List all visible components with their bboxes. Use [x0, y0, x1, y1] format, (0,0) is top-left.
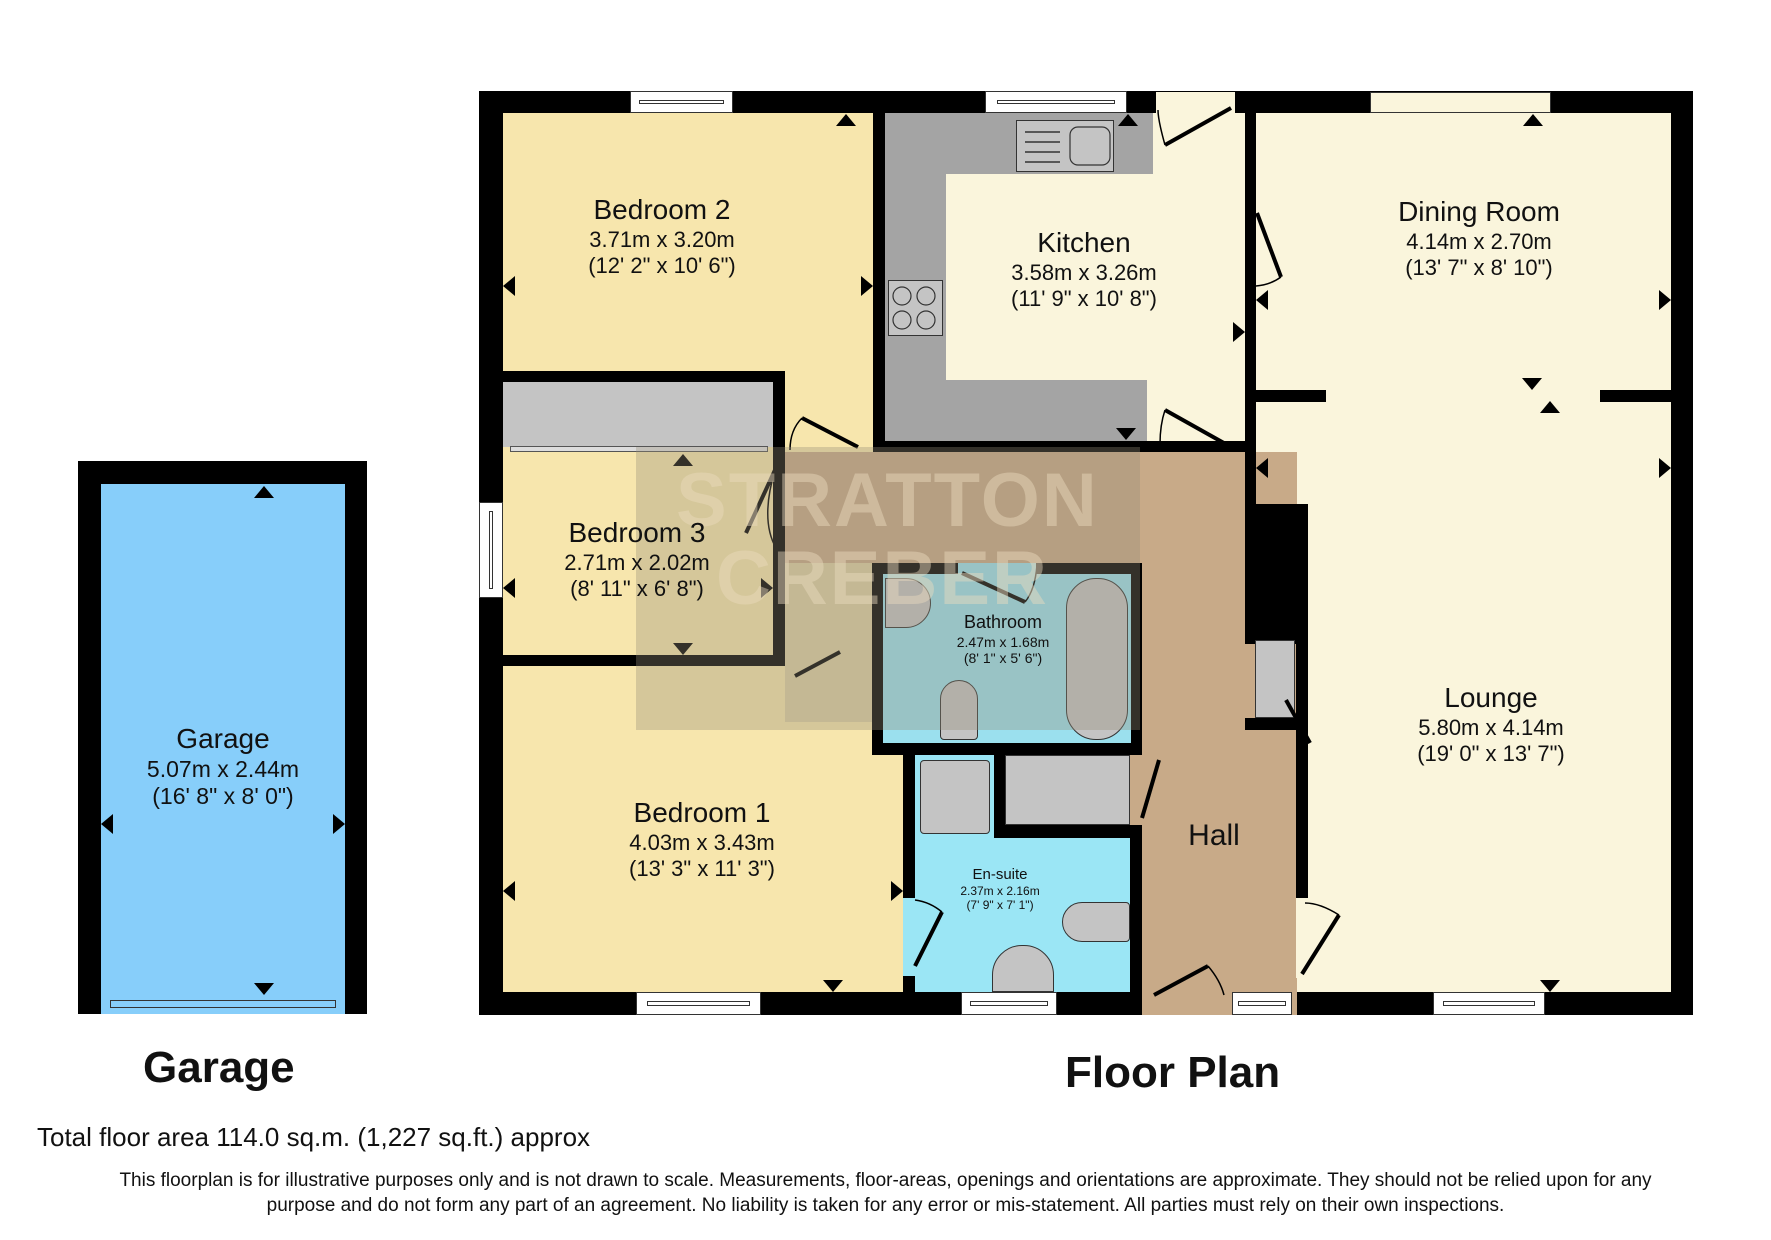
- toilet-icon: [940, 680, 978, 740]
- measure-arrow-icon: [891, 881, 903, 901]
- measure-arrow-icon: [673, 454, 693, 466]
- room-label-hall: Hall: [1188, 819, 1240, 852]
- wall: [1245, 718, 1297, 730]
- measure-arrow-icon: [861, 276, 873, 296]
- lounge-door-opening: [1296, 898, 1308, 978]
- wall: [773, 371, 785, 461]
- measure-arrow-icon: [1522, 378, 1542, 390]
- window: [1232, 992, 1292, 1015]
- ensuite-cupboard-door: [1130, 755, 1142, 825]
- toilet-icon: [1062, 902, 1130, 942]
- wall: [1600, 390, 1671, 402]
- hall-front-door-opening: [1148, 992, 1227, 1015]
- dining-sliding-door: [1370, 92, 1551, 113]
- kitchen-counter: [885, 380, 1147, 441]
- measure-arrow-icon: [101, 814, 113, 834]
- wall: [503, 371, 785, 382]
- measure-arrow-icon: [1659, 290, 1671, 310]
- room-lounge: [1256, 390, 1671, 992]
- measure-arrow-icon: [1540, 980, 1560, 992]
- window: [985, 91, 1127, 113]
- window: [479, 502, 503, 598]
- garage-title: Garage: [143, 1043, 295, 1092]
- measure-arrow-icon: [1256, 458, 1268, 478]
- room-label-bedroom-3: Bedroom 3 2.71m x 2.02m (8' 11" x 6' 8"): [564, 517, 710, 601]
- room-label-bedroom-1: Bedroom 1 4.03m x 3.43m (13' 3" x 11' 3"…: [629, 797, 775, 881]
- measure-arrow-icon: [1540, 401, 1560, 413]
- wall: [1245, 113, 1256, 208]
- bath-icon: [1066, 578, 1128, 740]
- floor-plan-title: Floor Plan: [1065, 1048, 1281, 1097]
- hall-landing: [785, 563, 872, 666]
- measure-arrow-icon: [1256, 290, 1268, 310]
- disclaimer-line: This floorplan is for illustrative purpo…: [119, 1170, 1652, 1191]
- wall: [773, 545, 785, 666]
- measure-arrow-icon: [823, 980, 843, 992]
- wardrobe-doors: [510, 446, 768, 452]
- measure-arrow-icon: [254, 983, 274, 995]
- window: [961, 992, 1057, 1015]
- measure-arrow-icon: [761, 578, 773, 598]
- disclaimer-line: purpose and do not form any part of an a…: [266, 1195, 1505, 1216]
- measure-arrow-icon: [1118, 114, 1138, 126]
- measure-arrow-icon: [503, 276, 515, 296]
- window: [1433, 992, 1545, 1015]
- room-bedroom-3: [503, 452, 773, 655]
- measure-arrow-icon: [254, 486, 274, 498]
- room-label-bedroom-2: Bedroom 2 3.71m x 3.20m (12' 2" x 10' 6"…: [588, 194, 736, 278]
- ensuite-door-opening: [903, 898, 915, 976]
- wall: [503, 655, 785, 666]
- measure-arrow-icon: [836, 114, 856, 126]
- wall: [1296, 504, 1308, 898]
- kitchen-door-area: [1156, 92, 1235, 113]
- room-dining: [1256, 113, 1671, 402]
- measure-arrow-icon: [673, 643, 693, 655]
- room-label-lounge: Lounge 5.80m x 4.14m (19' 0" x 13' 7"): [1417, 682, 1565, 766]
- measure-arrow-icon: [503, 578, 515, 598]
- room-label-garage: Garage 5.07m x 2.44m (16' 8" x 8' 0"): [146, 723, 300, 810]
- measure-arrow-icon: [503, 881, 515, 901]
- measure-arrow-icon: [1659, 458, 1671, 478]
- window: [630, 91, 733, 113]
- wall: [1256, 390, 1326, 402]
- watermark: STRATTON CREBER: [636, 447, 1140, 730]
- window: [636, 992, 761, 1015]
- room-label-kitchen: Kitchen 3.58m x 3.26m (11' 9" x 10' 8"): [1011, 227, 1157, 311]
- disclaimer: This floorplan is for illustrative purpo…: [0, 1168, 1771, 1218]
- wall: [1245, 285, 1256, 505]
- measure-arrow-icon: [1523, 114, 1543, 126]
- shower-icon: [920, 760, 990, 834]
- room-label-ensuite: En-suite 2.37m x 2.16m (7' 9" x 7' 1"): [960, 866, 1040, 913]
- room-label-bathroom: Bathroom 2.47m x 1.68m (8' 1" x 5' 6"): [956, 612, 1050, 667]
- total-floor-area: Total floor area 114.0 sq.m. (1,227 sq.f…: [37, 1122, 591, 1152]
- measure-arrow-icon: [1116, 428, 1136, 440]
- measure-arrow-icon: [333, 814, 345, 834]
- wardrobe: [503, 382, 773, 447]
- measure-arrow-icon: [1233, 322, 1245, 342]
- airing-cupboard: [1005, 755, 1130, 825]
- basin-icon: [885, 578, 931, 628]
- garage-door: [110, 1000, 336, 1008]
- room-label-dining-room: Dining Room 4.14m x 2.70m (13' 7" x 8' 1…: [1398, 196, 1560, 280]
- garage-floor: [101, 484, 345, 1014]
- bathroom-door-opening: [958, 563, 1036, 574]
